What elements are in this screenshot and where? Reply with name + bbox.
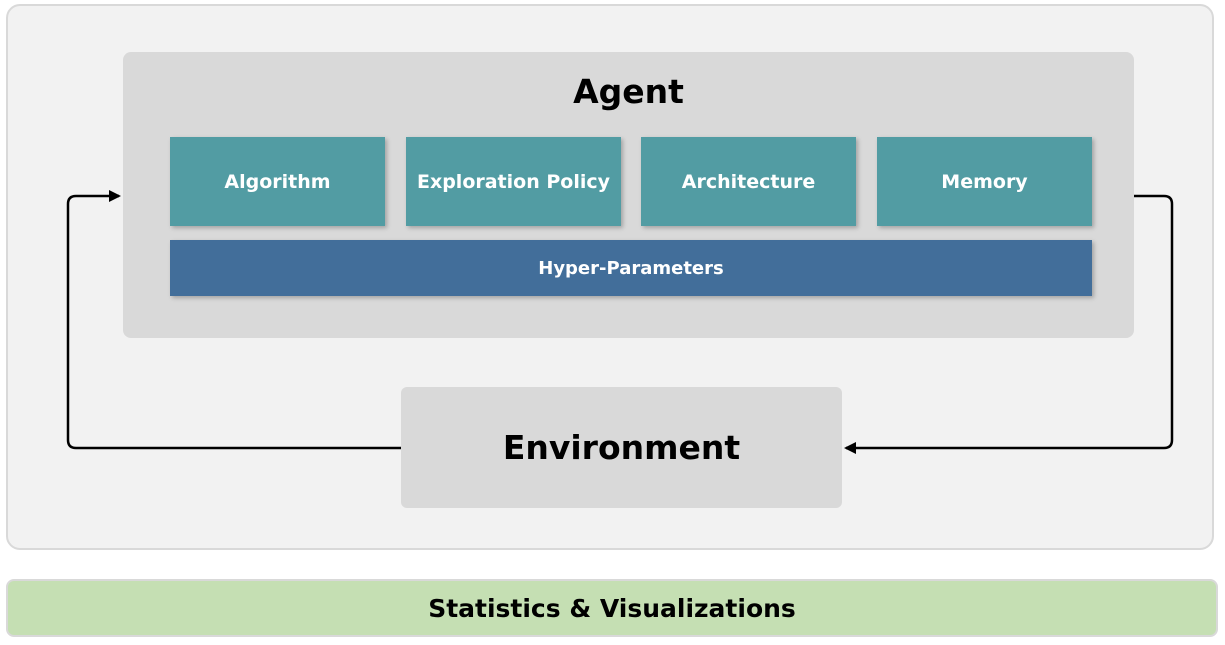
environment-label: Environment	[502, 428, 741, 467]
exploration-policy-box: Exploration Policy	[406, 137, 621, 226]
environment-box: Environment	[401, 387, 842, 508]
statistics-visualizations-label: Statistics & Visualizations	[428, 593, 796, 623]
statistics-visualizations-bar: Statistics & Visualizations	[6, 579, 1218, 637]
memory-box: Memory	[877, 137, 1092, 226]
architecture-label: Architecture	[681, 170, 816, 193]
hyper-parameters-label: Hyper-Parameters	[538, 257, 724, 279]
agent-box: Agent Algorithm Exploration Policy Archi…	[123, 52, 1134, 338]
algorithm-label: Algorithm	[224, 170, 331, 193]
architecture-box: Architecture	[641, 137, 856, 226]
memory-label: Memory	[941, 170, 1028, 193]
hyper-parameters-bar: Hyper-Parameters	[170, 240, 1092, 296]
algorithm-box: Algorithm	[170, 137, 385, 226]
exploration-policy-label: Exploration Policy	[416, 170, 611, 193]
agent-title: Agent	[573, 72, 684, 111]
